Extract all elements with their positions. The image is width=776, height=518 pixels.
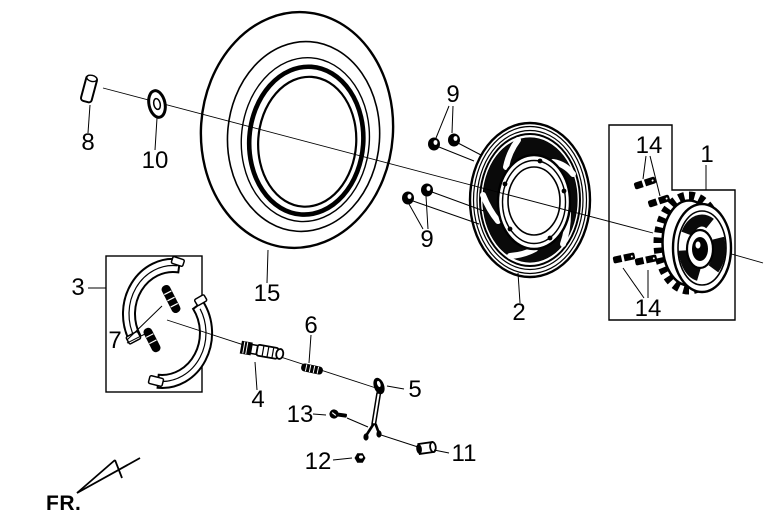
adjusting-nut [416,441,437,455]
wheel-stud [647,194,671,208]
brake-arm [363,377,385,441]
callout-9b: 9 [420,226,433,253]
front-direction-label: FR. [46,492,81,515]
callout-labels: 1 2 3 4 5 6 7 8 9 9 10 11 12 13 14 14 15 [71,81,713,475]
front-direction-marker: FR. [46,457,141,515]
callout-11: 11 [452,440,477,467]
sprocket-group-box [608,124,736,321]
callout-12: 12 [305,448,332,475]
final-driven-sprocket [653,191,733,295]
wheel-stud [633,176,657,190]
callout-5: 5 [408,376,421,403]
axle-nut [402,191,414,205]
callout-14b: 14 [635,295,662,322]
axle-nut [428,137,440,151]
leader-lines [87,104,707,461]
callout-1: 1 [700,141,713,168]
wheel-studs [612,176,671,266]
callout-14a: 14 [636,132,663,159]
axle-center-line [102,87,764,264]
pin [79,74,99,104]
callout-2: 2 [512,299,525,326]
arm-nut [354,453,366,463]
brake-shoe-upper [122,255,185,345]
washer [147,89,167,119]
rim-bolt-holes [502,158,567,241]
shoe-return-spring-lower [143,327,161,353]
shoe-return-spring-upper [161,284,181,314]
front-arrow-icon [76,457,141,494]
wheel-stud [612,252,636,264]
callout-10: 10 [142,147,169,174]
callout-4: 4 [251,386,264,413]
brake-shoe-lower [147,294,214,390]
callout-3: 3 [71,274,84,301]
brake-camshaft [239,340,285,360]
callout-15: 15 [254,280,281,307]
wheel-rim [468,121,592,279]
callout-8: 8 [81,129,94,156]
axle-nut [421,183,433,197]
callout-9a: 9 [446,81,459,108]
brake-arm-spring [301,363,323,375]
axle-nuts [402,133,460,205]
tire [199,10,395,250]
callout-13: 13 [287,401,314,428]
callout-7: 7 [108,327,121,354]
axle-nut [448,133,460,147]
callout-6: 6 [304,312,317,339]
arm-bolt [329,409,348,419]
wheel-stud [634,254,658,266]
